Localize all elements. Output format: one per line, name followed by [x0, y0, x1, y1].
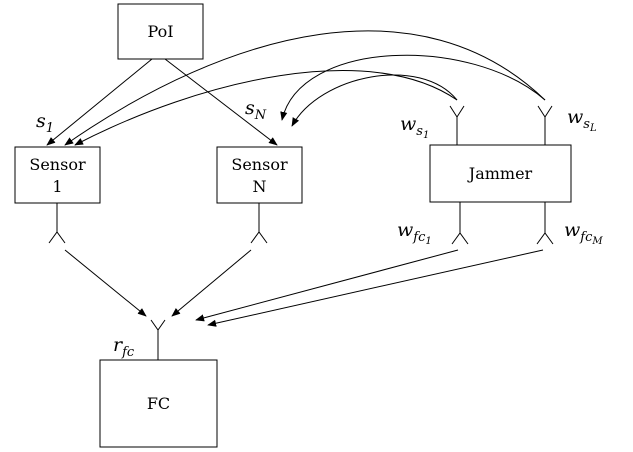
jammer-tx-antenna-1-icon: [451, 202, 469, 245]
sensor-n-antenna-icon: [250, 203, 268, 244]
wfcm-label: wfcM: [564, 219, 603, 247]
wsl-label: wsL: [567, 106, 597, 134]
jammer-1-to-fc-arrow: [195, 249, 459, 322]
sensor-n-to-fc-arrow: [171, 249, 252, 317]
jammer-rx-antenna-1-icon: [449, 105, 465, 145]
sensor-1-node: Sensor 1: [14, 146, 101, 204]
sensor-1-label-line1: Sensor: [29, 155, 86, 174]
jammer-m-to-fc-arrow: [207, 249, 544, 327]
ws1-label: ws1: [400, 113, 429, 141]
sn-label: sN: [245, 97, 267, 123]
poi-to-sensor-1-arrow: [46, 58, 153, 146]
sensor-n-label-line1: Sensor: [231, 155, 288, 174]
jammer-node: Jammer: [429, 144, 572, 203]
poi-to-sensor-n-arrow: [164, 58, 278, 146]
poi-node: PoI: [117, 3, 204, 60]
sensor-1-label-line2: 1: [52, 177, 62, 196]
jammer-l-to-sensor-n-arrow: [280, 54, 546, 121]
rfc-label: rfc: [113, 334, 135, 360]
poi-label: PoI: [147, 22, 173, 41]
sensor-n-node: Sensor N: [216, 146, 303, 204]
wfc1-label: wfc1: [397, 219, 432, 247]
jammer-rx-antenna-l-icon: [537, 105, 553, 145]
sensor-1-antenna-icon: [48, 203, 66, 244]
s1-label: s1: [36, 110, 54, 136]
jammer-1-to-sensor-n-arrow: [291, 74, 458, 127]
jammer-label: Jammer: [467, 164, 533, 183]
fc-node: FC: [99, 359, 218, 448]
fc-antenna-icon: [150, 319, 166, 360]
jammer-tx-antenna-m-icon: [536, 202, 554, 245]
sensor-n-label-line2: N: [253, 177, 267, 196]
fc-label: FC: [147, 394, 170, 413]
sensor-1-to-fc-arrow: [64, 249, 147, 317]
jammer-1-to-sensor-1-arrow: [74, 70, 458, 146]
jammer-l-to-sensor-1-arrow: [64, 30, 546, 146]
